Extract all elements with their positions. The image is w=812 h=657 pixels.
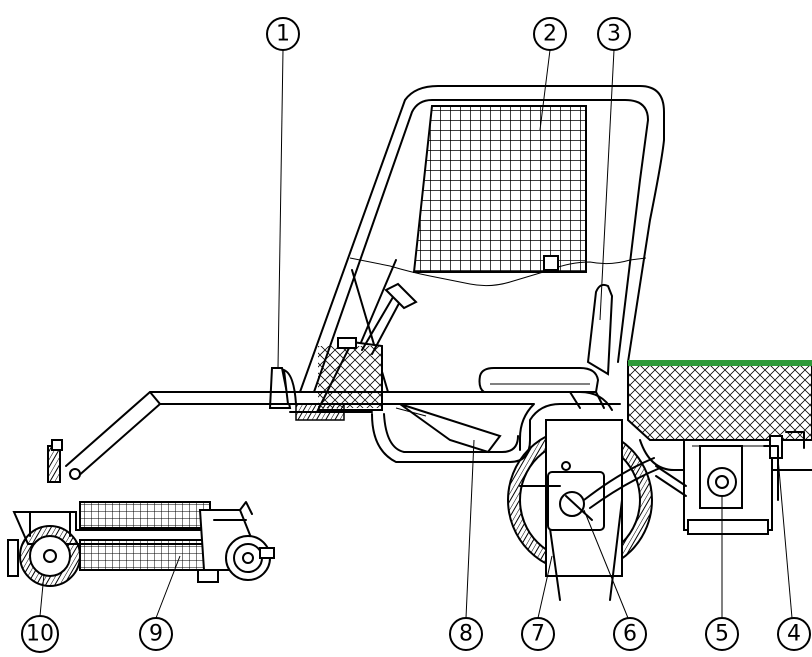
callout-label-3: 3 (607, 22, 621, 47)
callout-8: 8 (449, 617, 483, 651)
grille (412, 105, 587, 273)
callout-7: 7 (521, 617, 555, 651)
callout-5: 5 (705, 617, 739, 651)
callout-label-2: 2 (543, 22, 557, 47)
callout-3: 3 (597, 17, 631, 51)
callout-label-10: 10 (26, 622, 54, 647)
callout-label-4: 4 (787, 622, 801, 647)
callout-6: 6 (613, 617, 647, 651)
callout-2: 2 (533, 17, 567, 51)
callout-label-6: 6 (623, 622, 637, 647)
callout-label-5: 5 (715, 622, 729, 647)
callout-10: 10 (21, 615, 59, 653)
callout-label-8: 8 (459, 622, 473, 647)
mower-deck (7, 439, 275, 587)
drive-wheel (507, 419, 661, 601)
callout-1: 1 (266, 17, 300, 51)
rear-motor (655, 431, 805, 535)
steering-console (268, 282, 418, 411)
callouts: 1 2 3 4 5 6 (21, 17, 811, 653)
collector-box (627, 360, 812, 471)
seat (478, 283, 614, 409)
grass-strip (628, 360, 812, 366)
callout-4: 4 (777, 617, 811, 651)
callout-label-9: 9 (149, 622, 163, 647)
chassis-frame (65, 391, 621, 480)
callout-label-1: 1 (276, 22, 290, 47)
callout-label-7: 7 (531, 622, 545, 647)
callout-9: 9 (139, 617, 173, 651)
